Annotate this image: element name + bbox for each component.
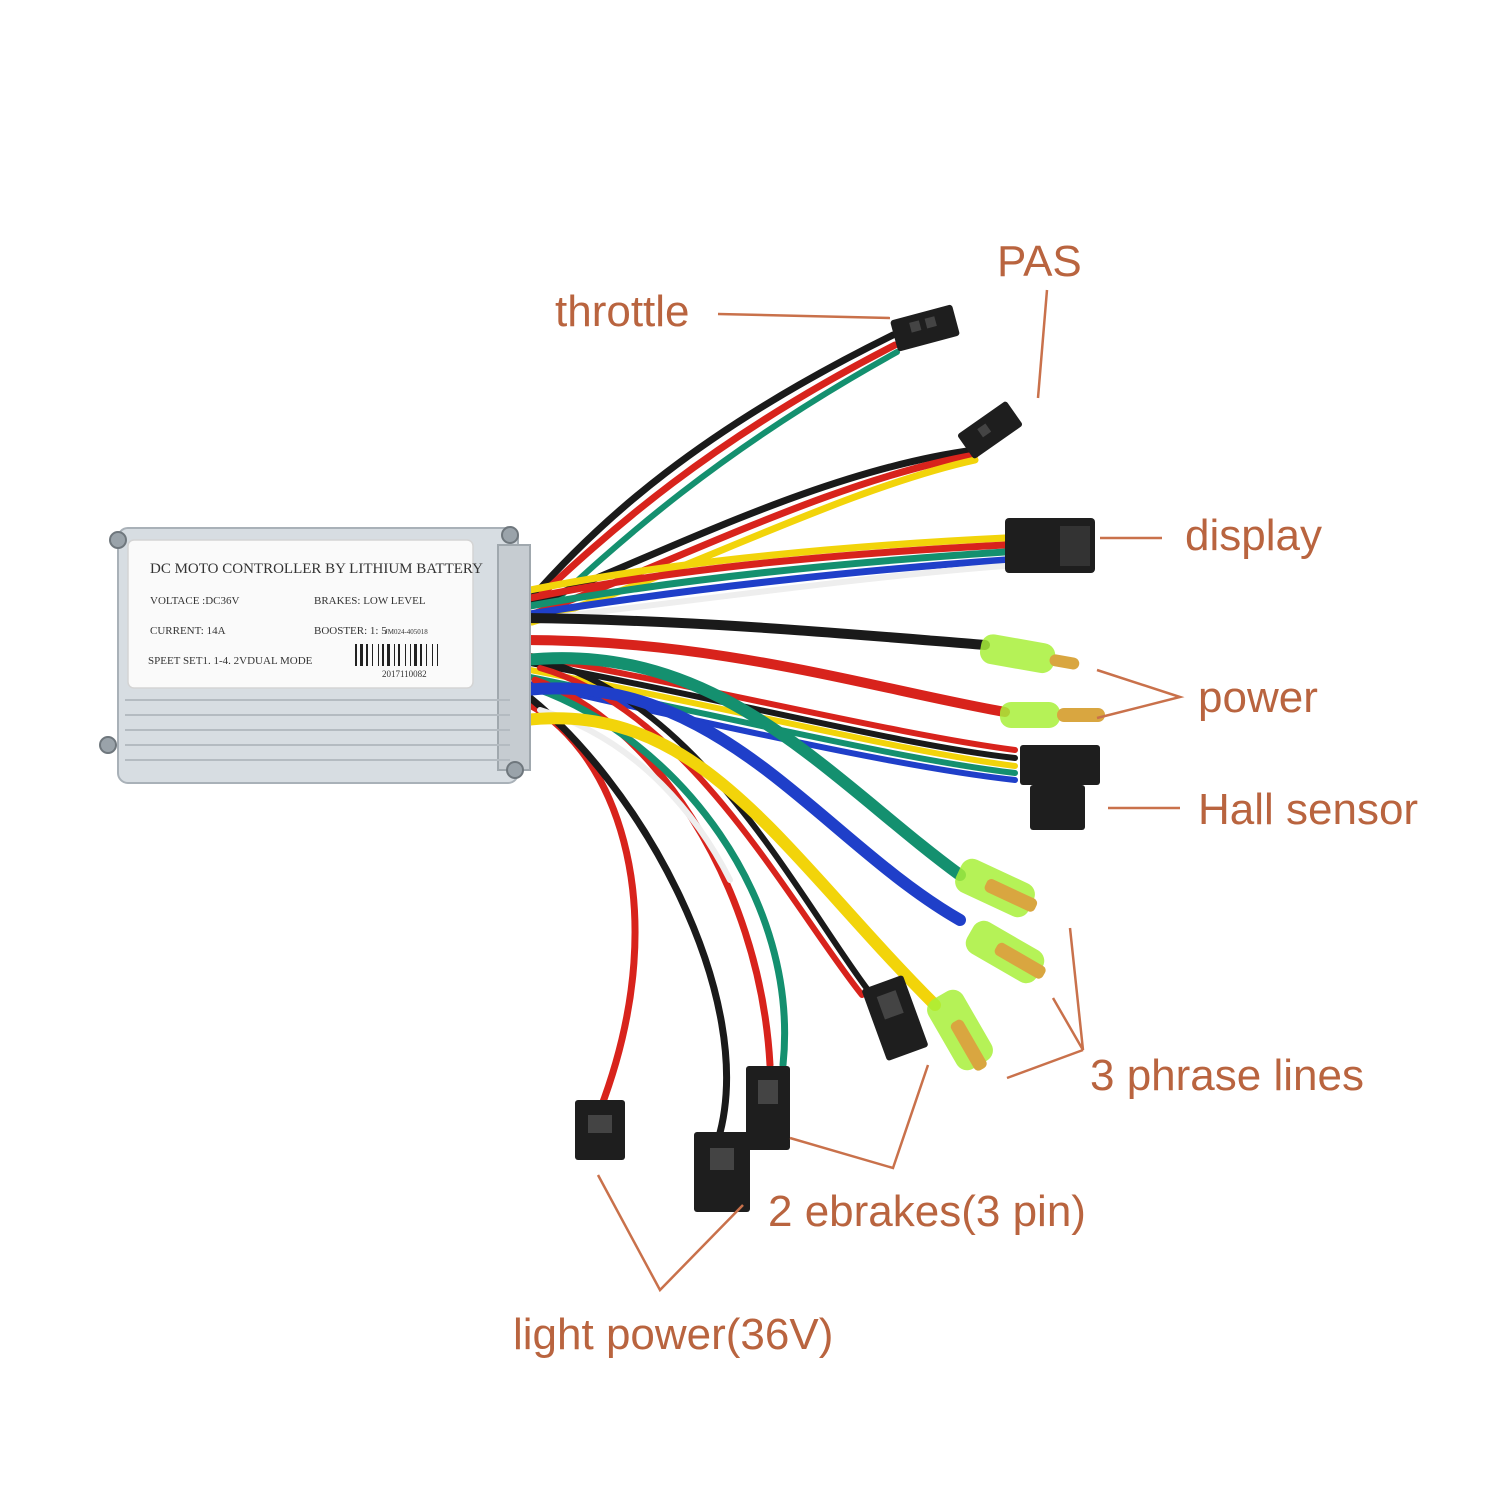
- barcode-bar: [405, 644, 406, 666]
- throttle-wire-black: [526, 331, 897, 604]
- sticker-voltage: VOLTACE :DC36V: [150, 595, 240, 607]
- connectors: [575, 304, 1105, 1212]
- barcode-bar: [394, 644, 395, 666]
- phase-lines-leader-2: [1006, 1048, 1084, 1080]
- display-wire-white: [527, 563, 1008, 623]
- label-pas: PAS: [997, 237, 1082, 286]
- power-connector-1: [979, 634, 1080, 674]
- throttle-connector: [890, 304, 960, 352]
- light-power-connector-2: [694, 1132, 750, 1212]
- light-power-connector-1: [575, 1100, 625, 1160]
- pas-connector: [957, 401, 1023, 459]
- pas-wire-black: [526, 446, 979, 609]
- label-phase-lines: 3 phrase lines: [1090, 1051, 1364, 1100]
- controller-housing: DC MOTO CONTROLLER BY LITHIUM BATTERY VO…: [99, 526, 531, 784]
- barcode-bar: [414, 644, 417, 666]
- display-wire-red: [526, 541, 1009, 602]
- barcode-bar: [378, 644, 379, 666]
- barcode-bar: [382, 644, 384, 666]
- wire-bundle: [516, 331, 1018, 1144]
- light-wire-red: [516, 696, 639, 1114]
- barcode-bar: [420, 644, 422, 666]
- throttle-wire-red: [521, 341, 899, 614]
- label-power: power: [1198, 673, 1318, 722]
- power-wire-red: [520, 635, 1010, 717]
- phase-connector-green: [955, 858, 1038, 918]
- sticker-barcode: [355, 644, 438, 666]
- phase-wire-yellow: [519, 712, 941, 1011]
- throttle-leader: [717, 312, 891, 320]
- barcode-bar: [387, 644, 390, 666]
- phase-wire-green: [519, 652, 966, 881]
- display-wire-green: [526, 548, 1009, 610]
- hall-wire-black: [522, 659, 1018, 761]
- sticker-speed: SPEET SET1. 1-4. 2VDUAL MODE: [148, 655, 313, 667]
- pas-leader: [1036, 289, 1049, 399]
- barcode-bar: [355, 644, 357, 666]
- leader-lines: [596, 289, 1185, 1293]
- label-light-power: light power(36V): [513, 1310, 834, 1359]
- sticker-model: JM024-405018: [385, 628, 428, 636]
- barcode-bar: [372, 644, 373, 666]
- label-display: display: [1185, 511, 1322, 560]
- label-throttle: throttle: [555, 287, 690, 336]
- phase-wire-blue: [519, 682, 966, 926]
- display-wire-blue: [526, 556, 1009, 618]
- power-wire-black: [520, 613, 990, 650]
- hall-wire-red: [522, 652, 1018, 753]
- housing-end-cap: [497, 544, 531, 771]
- light-wire-black: [516, 686, 730, 1144]
- sticker-brakes: BRAKES: LOW LEVEL: [314, 595, 426, 607]
- housing-fins: [125, 699, 510, 761]
- label-hall-sensor: Hall sensor: [1198, 785, 1419, 834]
- sticker-serial: 2017110082: [382, 669, 427, 679]
- phase-lines-leader: [1051, 927, 1085, 1051]
- barcode-bar: [398, 644, 400, 666]
- ebrake2-wire-black: [537, 657, 871, 993]
- power-connector-2: [1000, 702, 1105, 728]
- hall-wire-yellow: [522, 666, 1018, 769]
- ebrake-connector-1: [862, 975, 928, 1061]
- power-leader: [1096, 668, 1185, 720]
- mounting-screws: [99, 526, 524, 779]
- controller-sticker: DC MOTO CONTROLLER BY LITHIUM BATTERY VO…: [127, 539, 483, 689]
- light-power-leader: [596, 1174, 744, 1293]
- barcode-bar: [366, 644, 368, 666]
- sticker-booster: BOOSTER: 1: 5: [314, 625, 387, 637]
- ebrake-connector-2: [746, 1066, 790, 1150]
- phase-connector-yellow: [927, 989, 993, 1071]
- barcode-bar: [360, 644, 363, 666]
- sticker-current: CURRENT: 14A: [150, 625, 226, 637]
- phase-connector-blue: [965, 920, 1046, 984]
- barcode-bar: [426, 644, 427, 666]
- barcode-bar: [432, 644, 433, 666]
- sticker-title: DC MOTO CONTROLLER BY LITHIUM BATTERY: [150, 561, 483, 577]
- ebrakes-leader: [789, 1064, 930, 1170]
- sticker-background: [127, 539, 474, 689]
- label-ebrakes: 2 ebrakes(3 pin): [768, 1187, 1086, 1236]
- display-wire-yellow: [526, 534, 1009, 594]
- barcode-bar: [410, 644, 411, 666]
- barcode-bar: [437, 644, 438, 666]
- display-connector: [1005, 518, 1095, 573]
- hall-sensor-connector: [1020, 745, 1100, 830]
